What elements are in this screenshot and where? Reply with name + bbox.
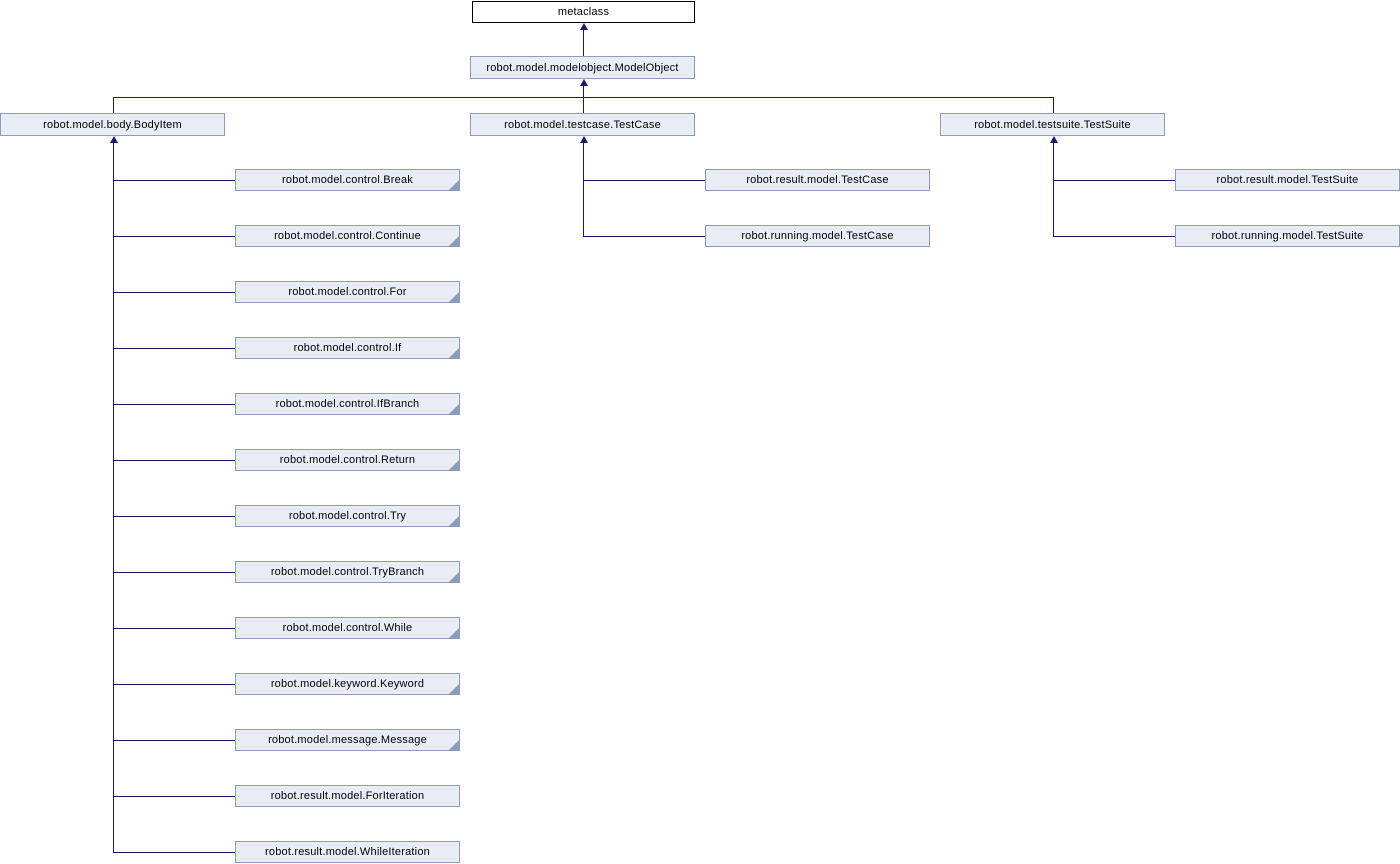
class-node-label: robot.model.control.IfBranch: [275, 398, 420, 410]
class-node-foriteration[interactable]: robot.result.model.ForIteration: [235, 785, 460, 807]
edge-testsuite-stub: [1053, 97, 1054, 113]
edge-testcase-to-modelobject: [583, 85, 584, 113]
class-node-label: robot.result.model.TestCase: [746, 174, 889, 186]
class-node-label: robot.model.control.TryBranch: [270, 566, 425, 578]
class-node-result-testcase[interactable]: robot.result.model.TestCase: [705, 169, 930, 191]
class-node-result-testsuite[interactable]: robot.result.model.TestSuite: [1175, 169, 1400, 191]
edge-branch-for: [113, 292, 235, 293]
class-node-metaclass: metaclass: [472, 1, 695, 23]
class-node-label: robot.model.testsuite.TestSuite: [974, 118, 1131, 131]
edge-bodyitem-children-trunk: [113, 142, 114, 853]
edge-branch-keyword: [113, 684, 235, 685]
edge-testsuite-children-trunk: [1053, 142, 1054, 237]
class-node-label: robot.model.control.For: [288, 286, 407, 298]
edge-branch-break: [113, 180, 235, 181]
class-node-label: robot.model.control.While: [282, 622, 413, 634]
edge-branch-trybranch: [113, 572, 235, 573]
subclasses-fold-icon: [449, 740, 459, 750]
arrowhead-to-metaclass: [579, 23, 588, 30]
edge-branch-continue: [113, 236, 235, 237]
class-node-keyword[interactable]: robot.model.keyword.Keyword: [235, 673, 460, 695]
class-node-return[interactable]: robot.model.control.Return: [235, 449, 460, 471]
class-node-label: metaclass: [557, 6, 610, 18]
class-node-label: robot.model.control.Break: [282, 174, 413, 186]
subclasses-fold-icon: [449, 460, 459, 470]
class-node-running-testcase[interactable]: robot.running.model.TestCase: [705, 225, 930, 247]
edge-branch-whileiteration: [113, 852, 235, 853]
edge-branch-running-testcase: [583, 236, 705, 237]
class-node-label: robot.model.keyword.Keyword: [270, 678, 425, 690]
class-node-break[interactable]: robot.model.control.Break: [235, 169, 460, 191]
class-node-whileiteration[interactable]: robot.result.model.WhileIteration: [235, 841, 460, 863]
class-node-label: robot.result.model.TestSuite: [1216, 174, 1359, 186]
class-node-label: robot.model.testcase.TestCase: [504, 118, 661, 131]
edge-bodyitem-stub: [113, 97, 114, 113]
arrowhead-to-testsuite: [1049, 136, 1058, 143]
edge-branch-running-testsuite: [1053, 236, 1175, 237]
arrowhead-to-bodyitem: [109, 136, 118, 143]
class-node-running-testsuite[interactable]: robot.running.model.TestSuite: [1175, 225, 1400, 247]
class-node-testcase[interactable]: robot.model.testcase.TestCase: [470, 113, 695, 136]
edge-level2-trunk: [113, 97, 1053, 98]
arrowhead-to-testcase: [579, 136, 588, 143]
edge-branch-result-testsuite: [1053, 180, 1175, 181]
edge-branch-message: [113, 740, 235, 741]
class-node-while[interactable]: robot.model.control.While: [235, 617, 460, 639]
class-node-label: robot.running.model.TestCase: [741, 230, 894, 242]
class-node-label: robot.model.modelobject.ModelObject: [486, 61, 679, 74]
subclasses-fold-icon: [449, 404, 459, 414]
subclasses-fold-icon: [449, 236, 459, 246]
class-node-label: robot.model.control.Continue: [274, 230, 421, 242]
class-node-label: robot.model.control.Return: [279, 454, 416, 466]
class-node-label: robot.result.model.ForIteration: [270, 790, 425, 802]
subclasses-fold-icon: [449, 516, 459, 526]
edge-branch-return: [113, 460, 235, 461]
class-node-ifbranch[interactable]: robot.model.control.IfBranch: [235, 393, 460, 415]
class-node-label: robot.running.model.TestSuite: [1211, 230, 1364, 242]
edge-branch-result-testcase: [583, 180, 705, 181]
class-node-for[interactable]: robot.model.control.For: [235, 281, 460, 303]
edge-branch-foriteration: [113, 796, 235, 797]
class-node-continue[interactable]: robot.model.control.Continue: [235, 225, 460, 247]
arrowhead-to-modelobject: [579, 79, 588, 86]
subclasses-fold-icon: [449, 180, 459, 190]
subclasses-fold-icon: [449, 628, 459, 638]
class-node-label: robot.result.model.WhileIteration: [265, 846, 430, 858]
edge-modelobject-to-metaclass: [583, 29, 584, 56]
edge-branch-try: [113, 516, 235, 517]
edge-testcase-children-trunk: [583, 142, 584, 237]
class-node-label: robot.model.body.BodyItem: [43, 118, 182, 131]
subclasses-fold-icon: [449, 348, 459, 358]
class-node-label: robot.model.control.If: [293, 342, 402, 354]
class-node-message[interactable]: robot.model.message.Message: [235, 729, 460, 751]
class-node-modelobject[interactable]: robot.model.modelobject.ModelObject: [470, 56, 695, 79]
class-node-bodyitem[interactable]: robot.model.body.BodyItem: [0, 113, 225, 136]
class-node-if[interactable]: robot.model.control.If: [235, 337, 460, 359]
class-node-testsuite[interactable]: robot.model.testsuite.TestSuite: [940, 113, 1165, 136]
class-node-label: robot.model.control.Try: [288, 510, 407, 522]
class-node-try[interactable]: robot.model.control.Try: [235, 505, 460, 527]
subclasses-fold-icon: [449, 684, 459, 694]
subclasses-fold-icon: [449, 572, 459, 582]
subclasses-fold-icon: [449, 292, 459, 302]
edge-branch-while: [113, 628, 235, 629]
class-node-label: robot.model.message.Message: [268, 734, 427, 746]
edge-branch-ifbranch: [113, 404, 235, 405]
class-node-trybranch[interactable]: robot.model.control.TryBranch: [235, 561, 460, 583]
edge-branch-if: [113, 348, 235, 349]
